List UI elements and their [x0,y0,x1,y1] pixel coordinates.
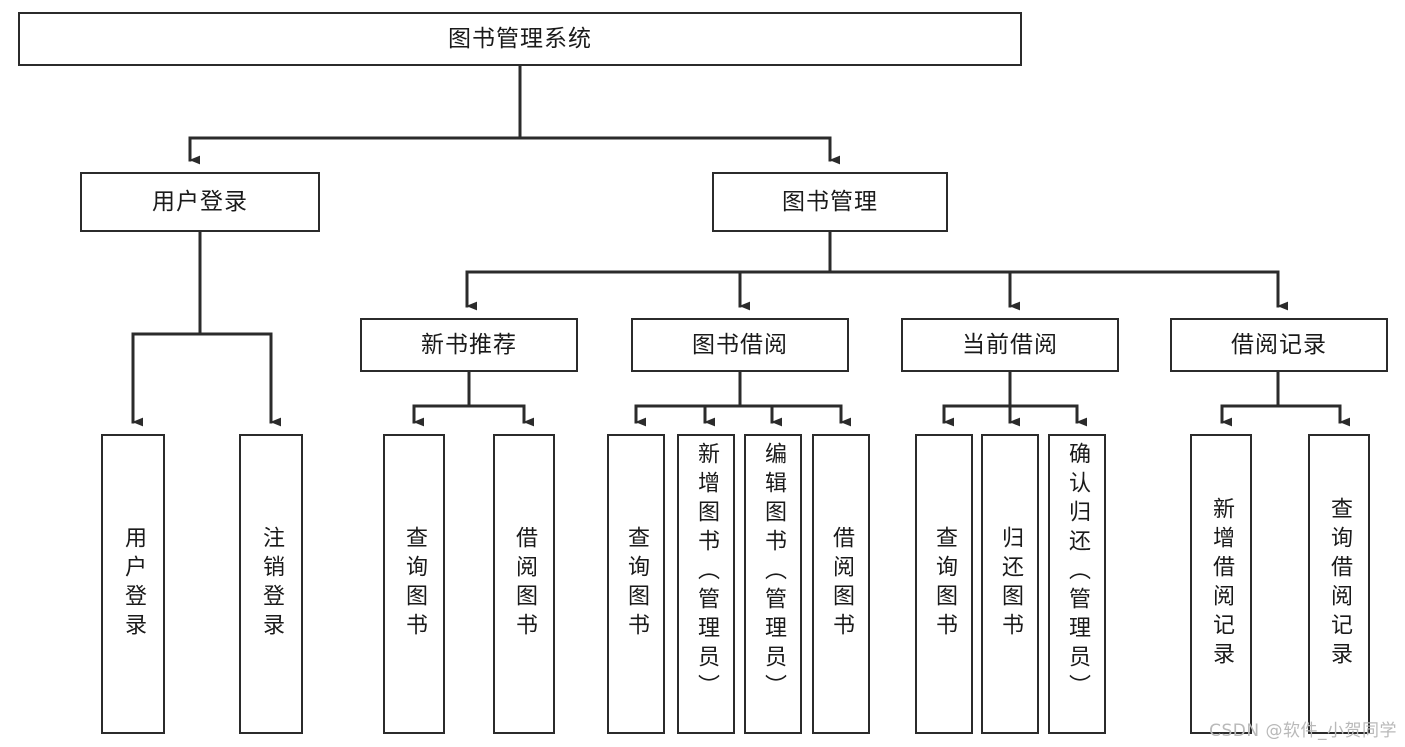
leaf-edit-book-admin[interactable]: 编辑图书（管理员） [744,434,802,734]
node-label: 图书管理 [782,188,878,215]
node-book-management[interactable]: 图书管理 [712,172,948,232]
node-label: 用户登录 [121,526,146,642]
leaf-borrow-book[interactable]: 借阅图书 [812,434,870,734]
node-label: 图书管理系统 [448,25,592,52]
node-label: 查询图书 [402,526,427,642]
node-label: 查询借阅记录 [1327,497,1352,671]
node-label: 归还图书 [998,526,1023,642]
leaf-confirm-return-admin[interactable]: 确认归还（管理员） [1048,434,1106,734]
leaf-logout[interactable]: 注销登录 [239,434,303,734]
node-current-borrow[interactable]: 当前借阅 [901,318,1119,372]
node-new-book-recommend[interactable]: 新书推荐 [360,318,578,372]
leaf-user-login[interactable]: 用户登录 [101,434,165,734]
node-label: 查询图书 [932,526,957,642]
node-label: 借阅图书 [512,526,537,642]
node-label: 查询图书 [624,526,649,642]
node-label: 当前借阅 [962,331,1058,358]
node-label: 借阅图书 [829,526,854,642]
leaf-borrow-book-recommend[interactable]: 借阅图书 [493,434,555,734]
node-label: 编辑图书（管理员） [761,442,786,703]
node-label: 借阅记录 [1231,331,1327,358]
node-label: 新增借阅记录 [1209,497,1234,671]
node-label: 确认归还（管理员） [1065,442,1090,703]
node-user-login[interactable]: 用户登录 [80,172,320,232]
node-label: 图书借阅 [692,331,788,358]
node-borrow-record[interactable]: 借阅记录 [1170,318,1388,372]
leaf-query-borrow-record[interactable]: 查询借阅记录 [1308,434,1370,734]
leaf-add-book-admin[interactable]: 新增图书（管理员） [677,434,735,734]
node-label: 注销登录 [259,526,284,642]
node-label: 新增图书（管理员） [694,442,719,703]
node-label: 用户登录 [152,188,248,215]
leaf-add-borrow-record[interactable]: 新增借阅记录 [1190,434,1252,734]
leaf-query-book-current[interactable]: 查询图书 [915,434,973,734]
node-book-borrow[interactable]: 图书借阅 [631,318,849,372]
node-label: 新书推荐 [421,331,517,358]
leaf-query-book-borrow[interactable]: 查询图书 [607,434,665,734]
leaf-return-book[interactable]: 归还图书 [981,434,1039,734]
node-root-book-management-system[interactable]: 图书管理系统 [18,12,1022,66]
leaf-query-book-recommend[interactable]: 查询图书 [383,434,445,734]
